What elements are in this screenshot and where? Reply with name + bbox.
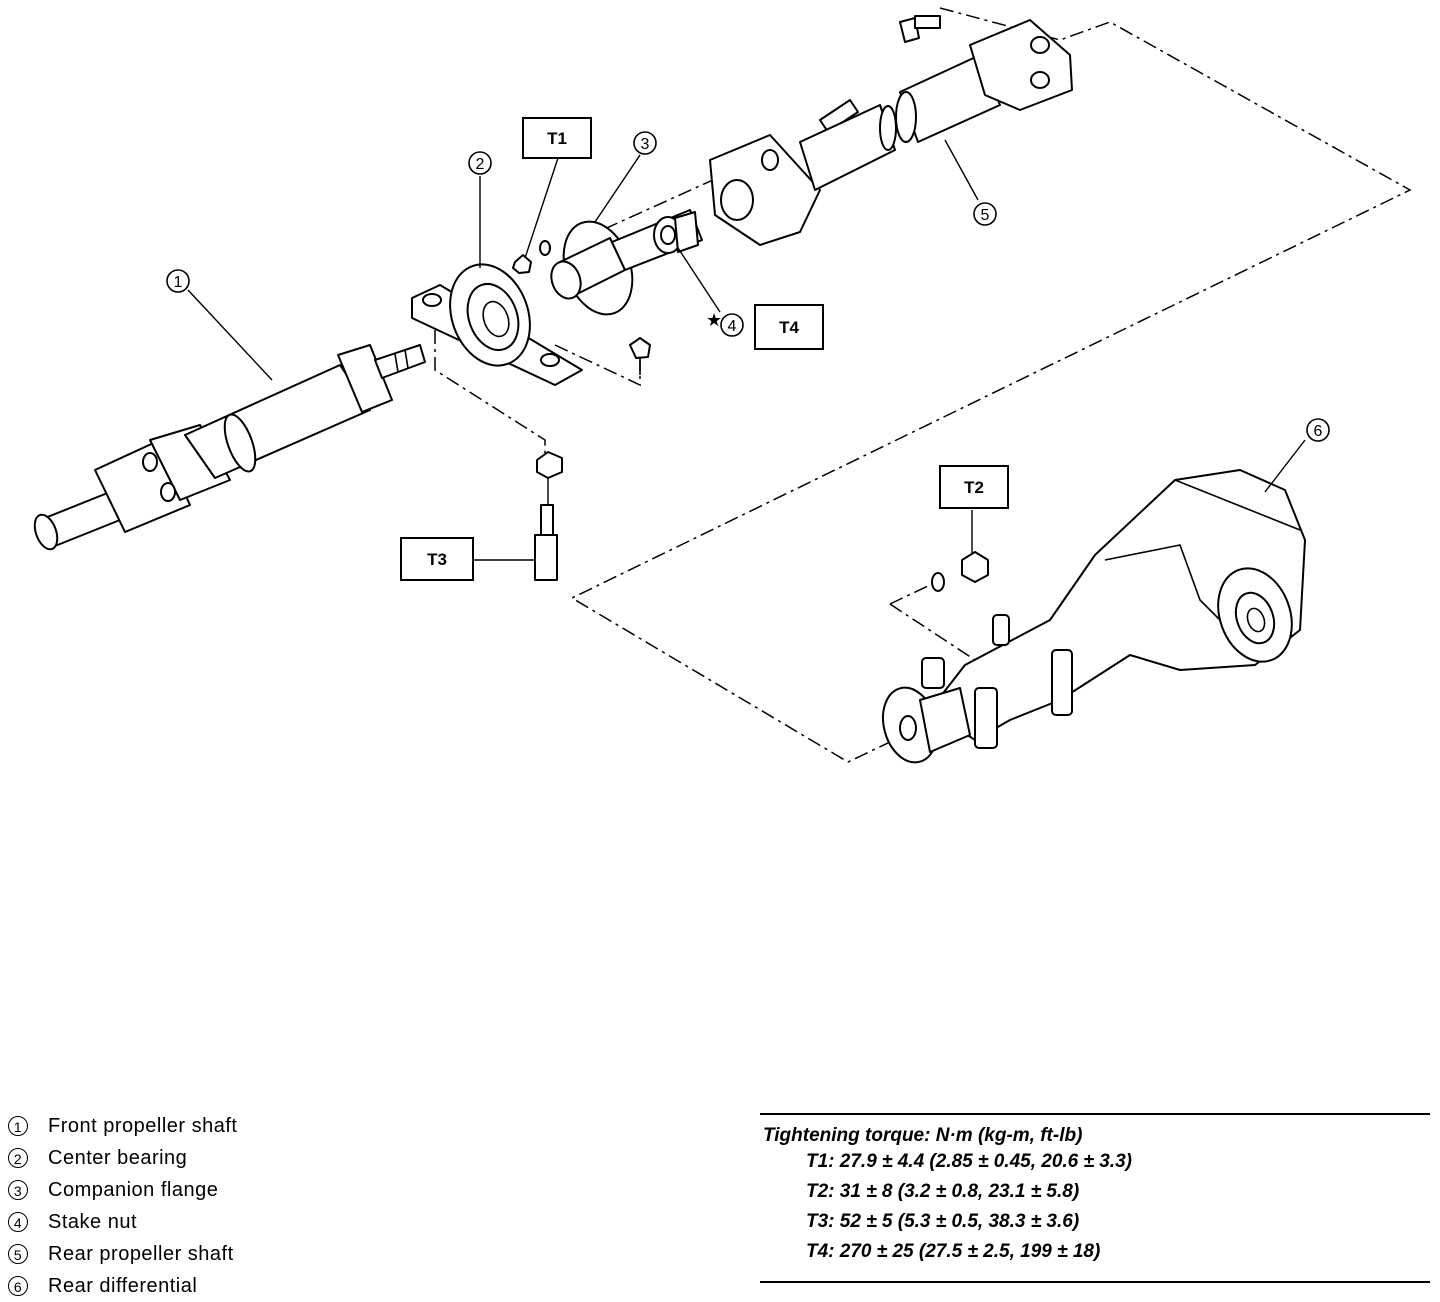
torque-row-t4: T4: 270 ± 25 (27.5 ± 2.5, 199 ± 18) <box>806 1241 1101 1262</box>
torque-box-t4: T4 <box>754 304 824 350</box>
legend-number: 3 <box>8 1180 28 1200</box>
legend-number: 5 <box>8 1244 28 1264</box>
legend-label: Center bearing <box>48 1146 188 1169</box>
legend-label: Companion flange <box>48 1178 219 1201</box>
callout-3-number: 3 <box>641 136 650 153</box>
front-propeller-shaft <box>33 344 426 551</box>
callout-1: 1 <box>166 269 190 293</box>
center-bearing <box>411 263 583 386</box>
rear-differential <box>882 469 1306 764</box>
legend-number: 1 <box>8 1116 28 1136</box>
legend-item: 2 Center bearing <box>8 1142 408 1174</box>
legend-label: Rear differential <box>48 1274 198 1297</box>
legend-label: Front propeller shaft <box>48 1114 238 1137</box>
callout-5: 5 <box>973 202 997 226</box>
legend-item: 6 Rear differential <box>8 1270 408 1302</box>
torque-row-t3: T3: 52 ± 5 (5.3 ± 0.5, 38.3 ± 3.6) <box>806 1211 1080 1232</box>
torque-row-t1: T1: 27.9 ± 4.4 (2.85 ± 0.45, 20.6 ± 3.3) <box>806 1151 1132 1172</box>
callout-6-number: 6 <box>1314 423 1323 440</box>
callout-1-number: 1 <box>174 274 183 291</box>
legend-label: Stake nut <box>48 1210 138 1233</box>
legend-item: 1 Front propeller shaft <box>8 1110 408 1142</box>
legend-item: 4 Stake nut <box>8 1206 408 1238</box>
torque-box-t4-label: T4 <box>779 318 799 337</box>
legend-label: Rear propeller shaft <box>48 1242 234 1265</box>
torque-box-t3: T3 <box>400 537 474 581</box>
torque-box-t1: T1 <box>522 117 592 159</box>
torque-box-t1-label: T1 <box>547 129 567 148</box>
stake-nut <box>653 211 699 254</box>
parts-legend: 1 Front propeller shaft 2 Center bearing 3… <box>8 1110 408 1302</box>
legend-item: 5 Rear propeller shaft <box>8 1238 408 1270</box>
callout-2: 2 <box>468 151 492 175</box>
callout-4-number: 4 <box>728 318 737 335</box>
legend-number: 4 <box>8 1212 28 1232</box>
rear-propeller-shaft <box>709 19 1073 246</box>
star-marker: ★ <box>706 310 722 330</box>
hardware <box>512 15 989 592</box>
callout-3: 3 <box>633 131 657 155</box>
torque-row-t2: T2: 31 ± 8 (3.2 ± 0.8, 23.1 ± 5.8) <box>806 1181 1080 1202</box>
legend-item: 3 Companion flange <box>8 1174 408 1206</box>
callout-2-number: 2 <box>476 156 485 173</box>
torque-box-t2: T2 <box>939 465 1009 509</box>
callout-6: 6 <box>1306 418 1330 442</box>
leader-lines <box>187 139 1306 561</box>
callout-4: 4 <box>720 313 744 337</box>
torque-heading: Tightening torque: N·m (kg-m, ft-lb) <box>763 1125 1083 1146</box>
torque-box-t2-label: T2 <box>964 478 984 497</box>
callout-5-number: 5 <box>981 207 990 224</box>
torque-box-t3-label: T3 <box>427 550 447 569</box>
torque-specification-table: Tightening torque: N·m (kg-m, ft-lb) T1:… <box>760 1113 1430 1283</box>
legend-number: 6 <box>8 1276 28 1296</box>
legend-number: 2 <box>8 1148 28 1168</box>
exploded-view-diagram: 1 2 3 4 5 6 ★ T1 T2 T3 T4 <box>33 7 1412 764</box>
